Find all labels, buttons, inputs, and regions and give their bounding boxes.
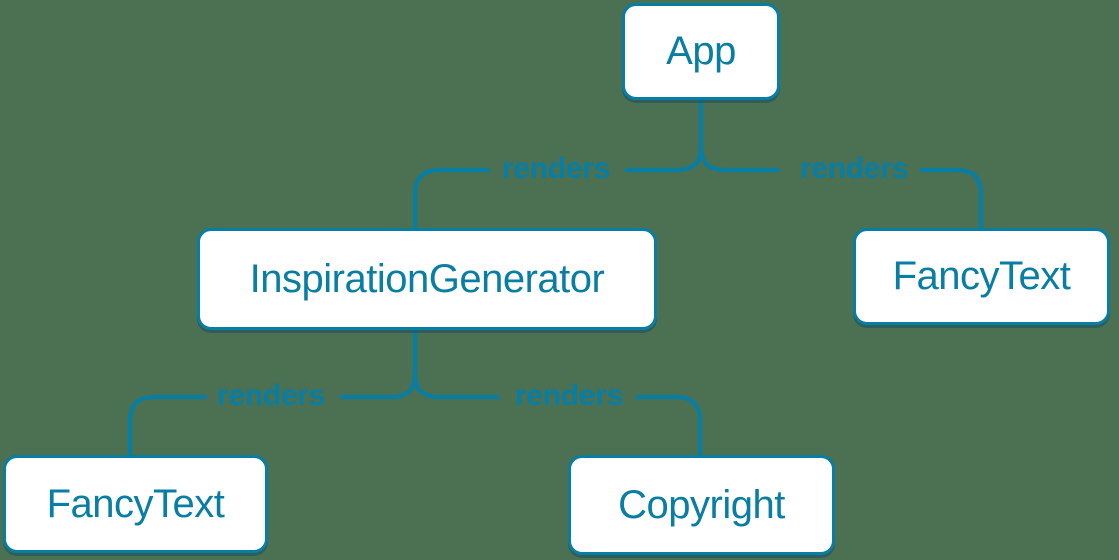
connector-inspiration-branch-left (339, 370, 418, 400)
connector-to-inspiration-generator (412, 167, 491, 230)
connector-to-fancy-text-bottom (127, 394, 208, 457)
node-copyright: Copyright (568, 455, 835, 555)
edge-label-inspiration-fancy-text: renders (217, 379, 325, 412)
node-inspiration-generator: InspirationGenerator (197, 228, 657, 330)
node-copyright-label: Copyright (618, 482, 785, 527)
node-fancy-text-top-label: FancyText (892, 254, 1071, 298)
edge-label-inspiration-copyright: renders (515, 379, 623, 412)
connector-inspiration-branch-right (412, 370, 501, 400)
connector-app-branch-left (624, 143, 704, 173)
edge-label-app-inspiration: renders (502, 152, 610, 185)
node-app-label: App (666, 29, 736, 73)
connector-app-branch-right (698, 143, 781, 173)
node-fancy-text-bottom-label: FancyText (46, 481, 225, 526)
connector-to-copyright (634, 394, 703, 457)
node-fancy-text-top: FancyText (853, 228, 1110, 325)
node-inspiration-generator-label: InspirationGenerator (249, 256, 605, 301)
node-app: App (622, 3, 780, 100)
edge-label-app-fancy-text: renders (800, 152, 908, 185)
connector-to-fancy-text-top (919, 167, 984, 230)
node-fancy-text-bottom: FancyText (3, 455, 268, 553)
